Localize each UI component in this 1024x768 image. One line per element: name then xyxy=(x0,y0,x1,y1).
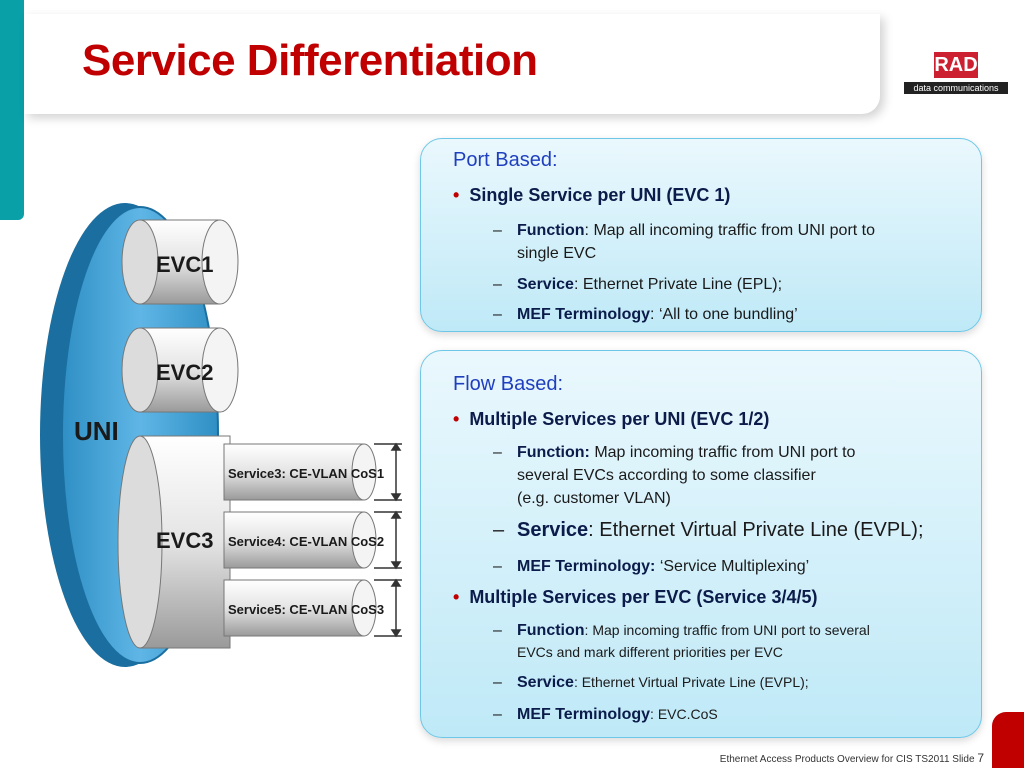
flow-function-item: – Function: Map incoming traffic from UN… xyxy=(493,444,856,507)
flow-based-panel: Flow Based: •Multiple Services per UNI (… xyxy=(420,350,982,738)
slide-footer: Ethernet Access Products Overview for CI… xyxy=(720,751,984,765)
port-based-heading: Port Based: xyxy=(453,149,558,171)
flow-based-heading: Flow Based: xyxy=(453,373,564,395)
port-function-item: – Function: Map all incoming traffic fro… xyxy=(493,222,876,262)
flow-based-bullet-1: •Multiple Services per UNI (EVC 1/2) xyxy=(453,409,770,429)
title-band xyxy=(24,14,880,114)
slide-number: 7 xyxy=(977,751,984,765)
flow-mef-item: – MEF Terminology: ‘Service Multiplexing… xyxy=(493,558,810,575)
footer-text: Ethernet Access Products Overview for CI… xyxy=(719,754,975,765)
flow-service-item: – Service: Ethernet Virtual Private Line… xyxy=(493,519,924,541)
flow-mef-item-2: – MEF Terminology: EVC.CoS xyxy=(493,706,718,723)
service4-label: Service4: CE-VLAN CoS2 xyxy=(228,534,384,549)
flow-service-item-2: – Service: Ethernet Virtual Private Line… xyxy=(493,674,809,691)
slide-title: Service Differentiation xyxy=(82,36,538,85)
logo-subtitle: data communications xyxy=(904,82,1008,94)
company-logo: RAD data communications xyxy=(904,52,1008,94)
service4-tube xyxy=(223,511,365,569)
bullet-dot: • xyxy=(453,185,460,205)
port-based-panel: Port Based: •Single Service per UNI (EVC… xyxy=(420,138,982,332)
port-based-bullet: •Single Service per UNI (EVC 1) xyxy=(453,185,731,205)
service5-label: Service5: CE-VLAN CoS3 xyxy=(228,602,384,617)
uni-label: UNI xyxy=(74,416,119,446)
service5-tube xyxy=(223,579,365,637)
dimension-markers xyxy=(374,442,402,638)
diagram-svg: UNI EVC1 EVC2 EVC3 Service3: CE-VLAN CoS… xyxy=(40,203,402,667)
port-service-item: – Service: Ethernet Private Line (EPL); xyxy=(493,276,783,293)
evc2-label: EVC2 xyxy=(156,360,213,385)
flow-based-bullet-2: •Multiple Services per EVC (Service 3/4/… xyxy=(453,587,818,607)
service3-label: Service3: CE-VLAN CoS1 xyxy=(228,466,384,481)
flow-function-item-2: – Function: Map incoming traffic from UN… xyxy=(493,622,870,660)
evc3-label: EVC3 xyxy=(156,528,213,553)
evc1-label: EVC1 xyxy=(156,252,213,277)
red-corner-accent xyxy=(992,712,1024,768)
service3-tube xyxy=(223,443,365,501)
logo-mark: RAD xyxy=(934,52,978,78)
port-mef-item: – MEF Terminology: ‘All to one bundling’ xyxy=(493,306,798,323)
teal-accent-bar xyxy=(0,0,24,220)
uni-evc-diagram: UNI EVC1 EVC2 EVC3 Service3: CE-VLAN CoS… xyxy=(30,190,410,670)
